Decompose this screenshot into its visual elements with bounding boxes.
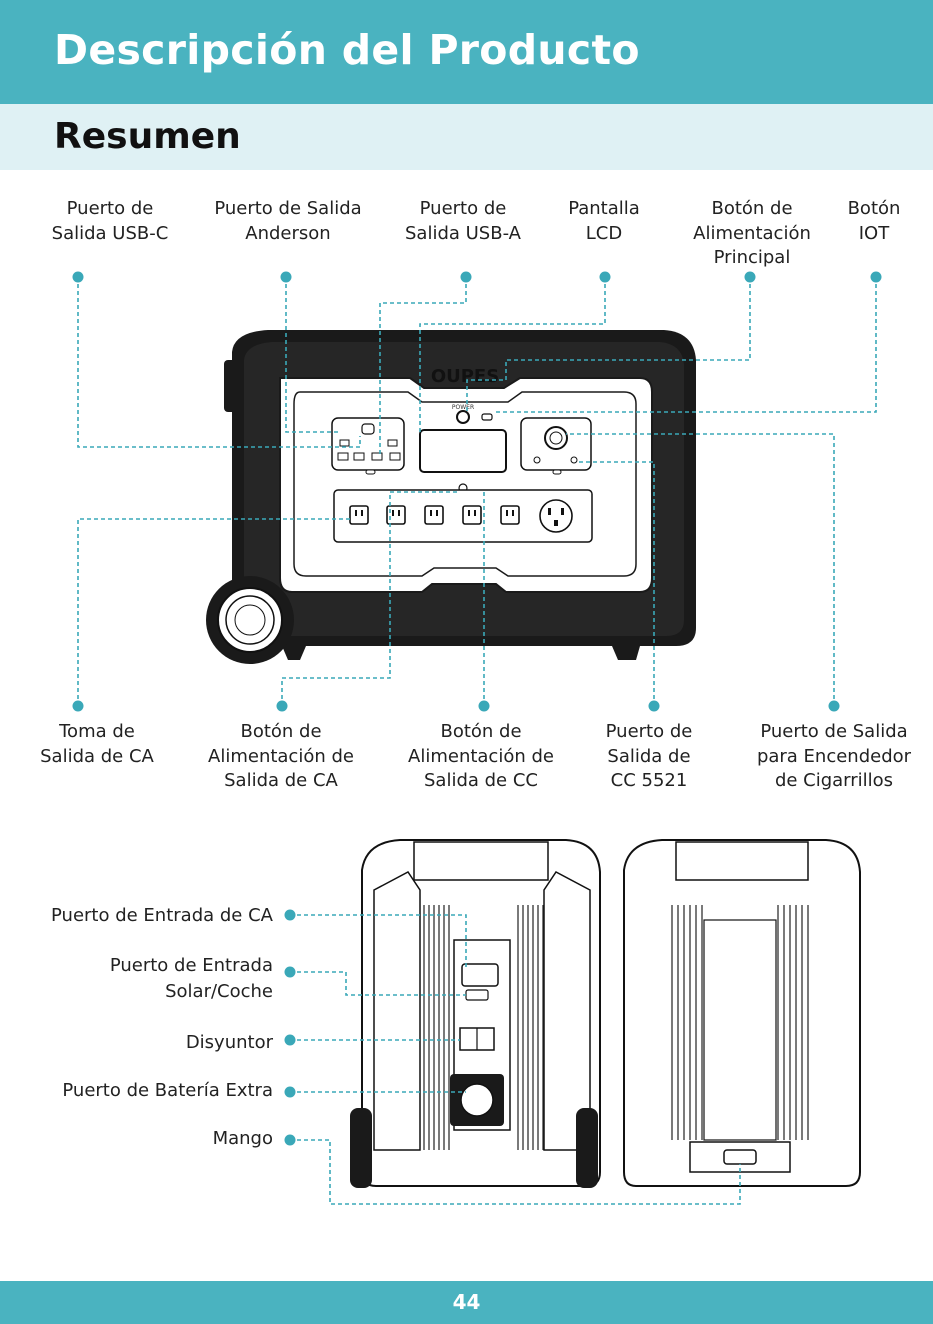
front-callout-dots [72,271,882,712]
page-header: Descripción del Producto [0,0,933,104]
page-number: 44 [452,1290,481,1314]
section-header: Resumen [0,104,933,170]
label-handle: Mango [212,1128,273,1149]
rear-callout-lines [290,914,741,1205]
power-button [456,410,470,424]
rear-device-alt [623,839,861,1187]
label-ac-input: Puerto de Entrada de CA [51,905,273,926]
lcd-screen [419,429,507,473]
page-footer: 44 [0,1281,933,1324]
rear-callout-dots [284,909,296,1146]
brand-logo: OUPES [431,366,499,387]
front-callout-lines [77,277,877,706]
handle [723,1149,757,1165]
label-breaker: Disyuntor [185,1032,273,1053]
label-extra-battery-port: Puerto de Batería Extra [62,1080,273,1101]
rear-device [350,839,601,1188]
page-title: Descripción del Producto [54,26,640,74]
iot-button [481,413,493,421]
power-text: POWER [452,404,474,411]
front-device: OUPES POWER [206,330,696,664]
section-title: Resumen [54,116,241,157]
